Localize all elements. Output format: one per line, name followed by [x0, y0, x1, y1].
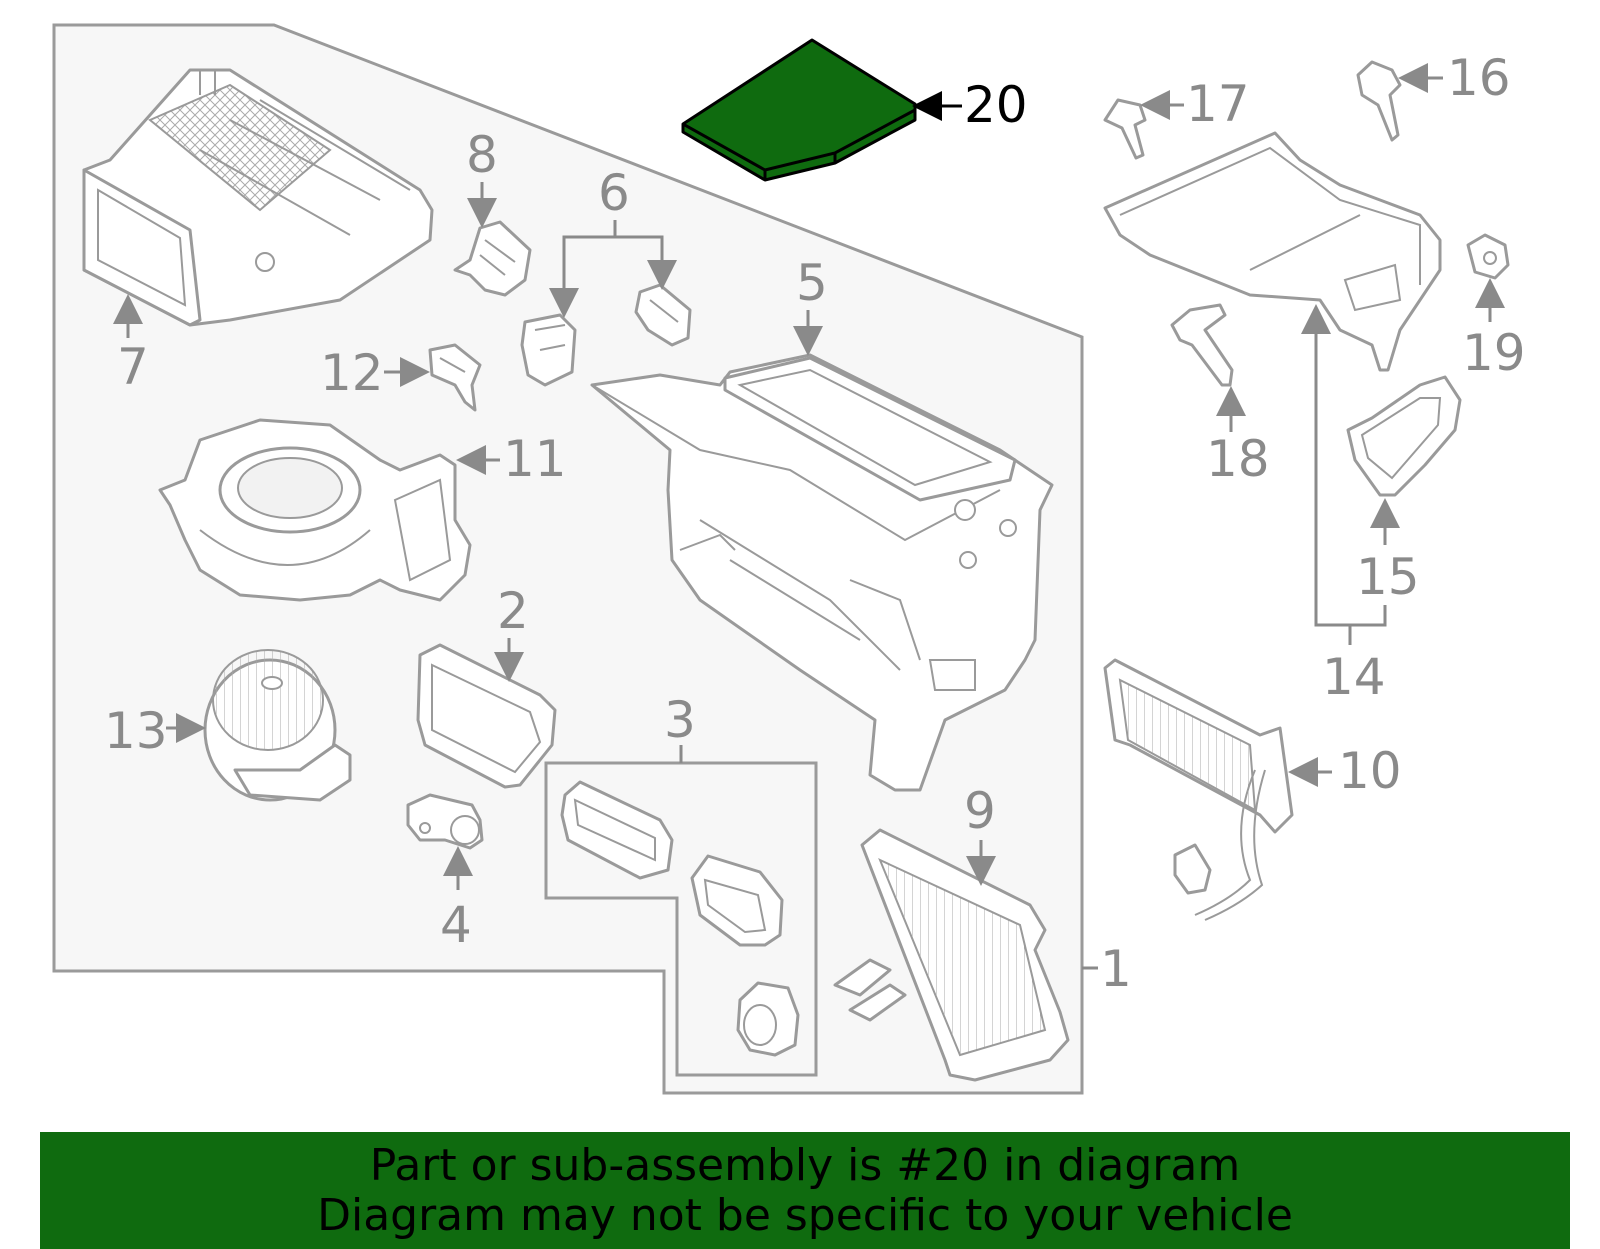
leader-lines — [113, 63, 1505, 970]
part-6-actuators[interactable] — [520, 283, 692, 387]
part-7-housing[interactable] — [82, 68, 434, 327]
callout-20: 20 — [964, 76, 1028, 134]
callout-4: 4 — [440, 896, 472, 954]
callout-1: 1 — [1100, 940, 1132, 998]
callout-19: 19 — [1462, 324, 1526, 382]
part-9-evaporator[interactable] — [833, 828, 1070, 1082]
part-17-clip[interactable] — [1103, 98, 1147, 160]
callout-10: 10 — [1338, 742, 1402, 800]
callout-16: 16 — [1447, 49, 1511, 107]
info-banner: Part or sub-assembly is #20 in diagram D… — [40, 1132, 1570, 1249]
callout-6: 6 — [598, 164, 630, 222]
callout-labels: 1 2 3 4 5 6 7 8 9 10 11 12 13 14 15 16 1… — [104, 49, 1526, 998]
callout-9: 9 — [964, 782, 996, 840]
part-3-seals[interactable] — [560, 780, 800, 1057]
callout-12: 12 — [320, 344, 384, 402]
part-12-bracket[interactable] — [428, 343, 482, 412]
callout-2: 2 — [497, 582, 529, 640]
part-20-highlighted[interactable] — [681, 38, 917, 182]
callout-18: 18 — [1206, 430, 1270, 488]
part-10-heater-core[interactable] — [1103, 658, 1294, 921]
banner-line-1: Part or sub-assembly is #20 in diagram — [369, 1139, 1241, 1191]
part-5-hvac-case[interactable] — [590, 353, 1054, 792]
callout-8: 8 — [466, 126, 498, 184]
banner-line-2: Diagram may not be specific to your vehi… — [317, 1189, 1293, 1241]
part-3-group-outline — [544, 761, 818, 1077]
callout-15: 15 — [1356, 548, 1420, 606]
part-16-pushpin[interactable] — [1356, 60, 1402, 142]
callout-13: 13 — [104, 702, 168, 760]
part-14-duct[interactable] — [1103, 131, 1442, 372]
callout-17: 17 — [1186, 75, 1250, 133]
callout-11: 11 — [503, 430, 567, 488]
part-18-pushpin[interactable] — [1170, 303, 1234, 387]
part-15-seal[interactable] — [1346, 375, 1462, 497]
part-19-grommet[interactable] — [1466, 233, 1510, 280]
callout-7: 7 — [117, 338, 149, 396]
callout-3: 3 — [664, 691, 696, 749]
callout-5: 5 — [796, 254, 828, 312]
part-4-valve[interactable] — [406, 793, 484, 850]
part-11-blower-housing[interactable] — [158, 418, 472, 602]
part-13-blower-motor[interactable] — [203, 649, 352, 802]
callout-14: 14 — [1322, 648, 1386, 706]
part-8-actuator[interactable] — [453, 220, 532, 297]
